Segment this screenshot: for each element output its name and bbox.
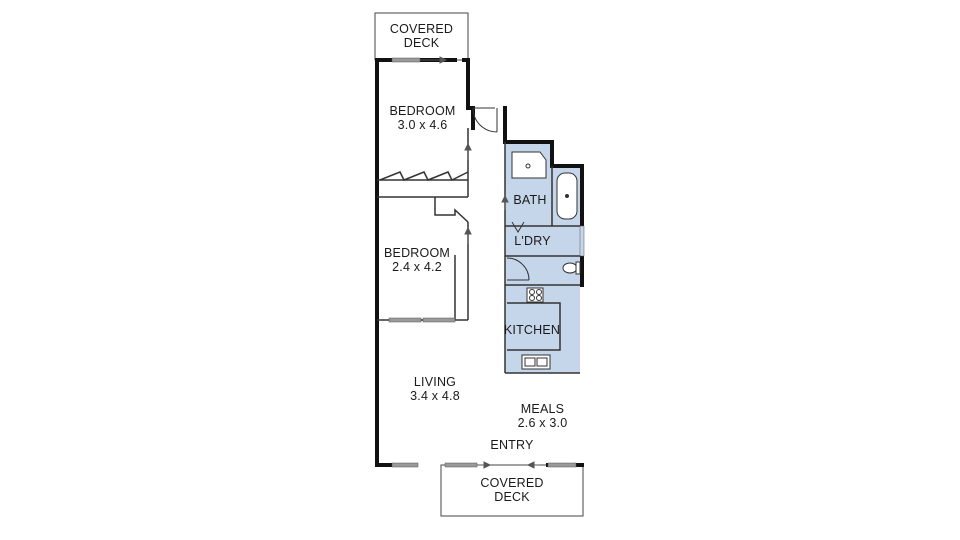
kitchen-name: KITCHEN xyxy=(503,323,561,337)
meals-dimensions: 2.6 x 3.0 xyxy=(517,416,568,430)
bedroom-2-name: BEDROOM xyxy=(384,246,450,260)
meals-label: MEALS 2.6 x 3.0 xyxy=(505,402,580,430)
entry-name: ENTRY xyxy=(490,438,534,452)
covered-deck-bottom-name2: DECK xyxy=(494,490,530,504)
covered-deck-top-label: COVERED DECK xyxy=(375,22,468,50)
bedroom-2-dimensions: 2.4 x 4.2 xyxy=(392,260,442,274)
bath-label: BATH xyxy=(505,193,555,207)
windows xyxy=(388,57,585,468)
fixtures xyxy=(511,151,581,370)
bedroom-1-label: BEDROOM 3.0 x 4.6 xyxy=(377,104,468,132)
sliding-arrows xyxy=(420,56,540,469)
cooktop xyxy=(526,287,544,303)
covered-deck-top-name: COVERED xyxy=(389,22,454,36)
covered-deck-bottom-outline xyxy=(440,464,584,517)
entry-label: ENTRY xyxy=(480,438,544,452)
living-label: LIVING 3.4 x 4.8 xyxy=(395,375,475,403)
bedroom-2-label: BEDROOM 2.4 x 4.2 xyxy=(377,246,457,274)
kitchen-label: KITCHEN xyxy=(503,323,561,337)
doors xyxy=(472,107,530,281)
laundry-label: L'DRY xyxy=(505,234,560,248)
bedroom-1-dimensions: 3.0 x 4.6 xyxy=(397,118,448,132)
laundry-name: L'DRY xyxy=(514,234,551,248)
covered-deck-top-name2: DECK xyxy=(403,36,440,50)
bath-name: BATH xyxy=(513,193,547,207)
shower xyxy=(511,151,547,179)
living-dimensions: 3.4 x 4.8 xyxy=(410,389,460,403)
bedroom-1-name: BEDROOM xyxy=(389,104,456,118)
toilet xyxy=(562,262,578,274)
covered-deck-bottom-label: COVERED DECK xyxy=(441,476,583,504)
living-name: LIVING xyxy=(413,375,457,389)
meals-name: MEALS xyxy=(520,402,565,416)
covered-deck-bottom-name: COVERED xyxy=(480,476,544,490)
